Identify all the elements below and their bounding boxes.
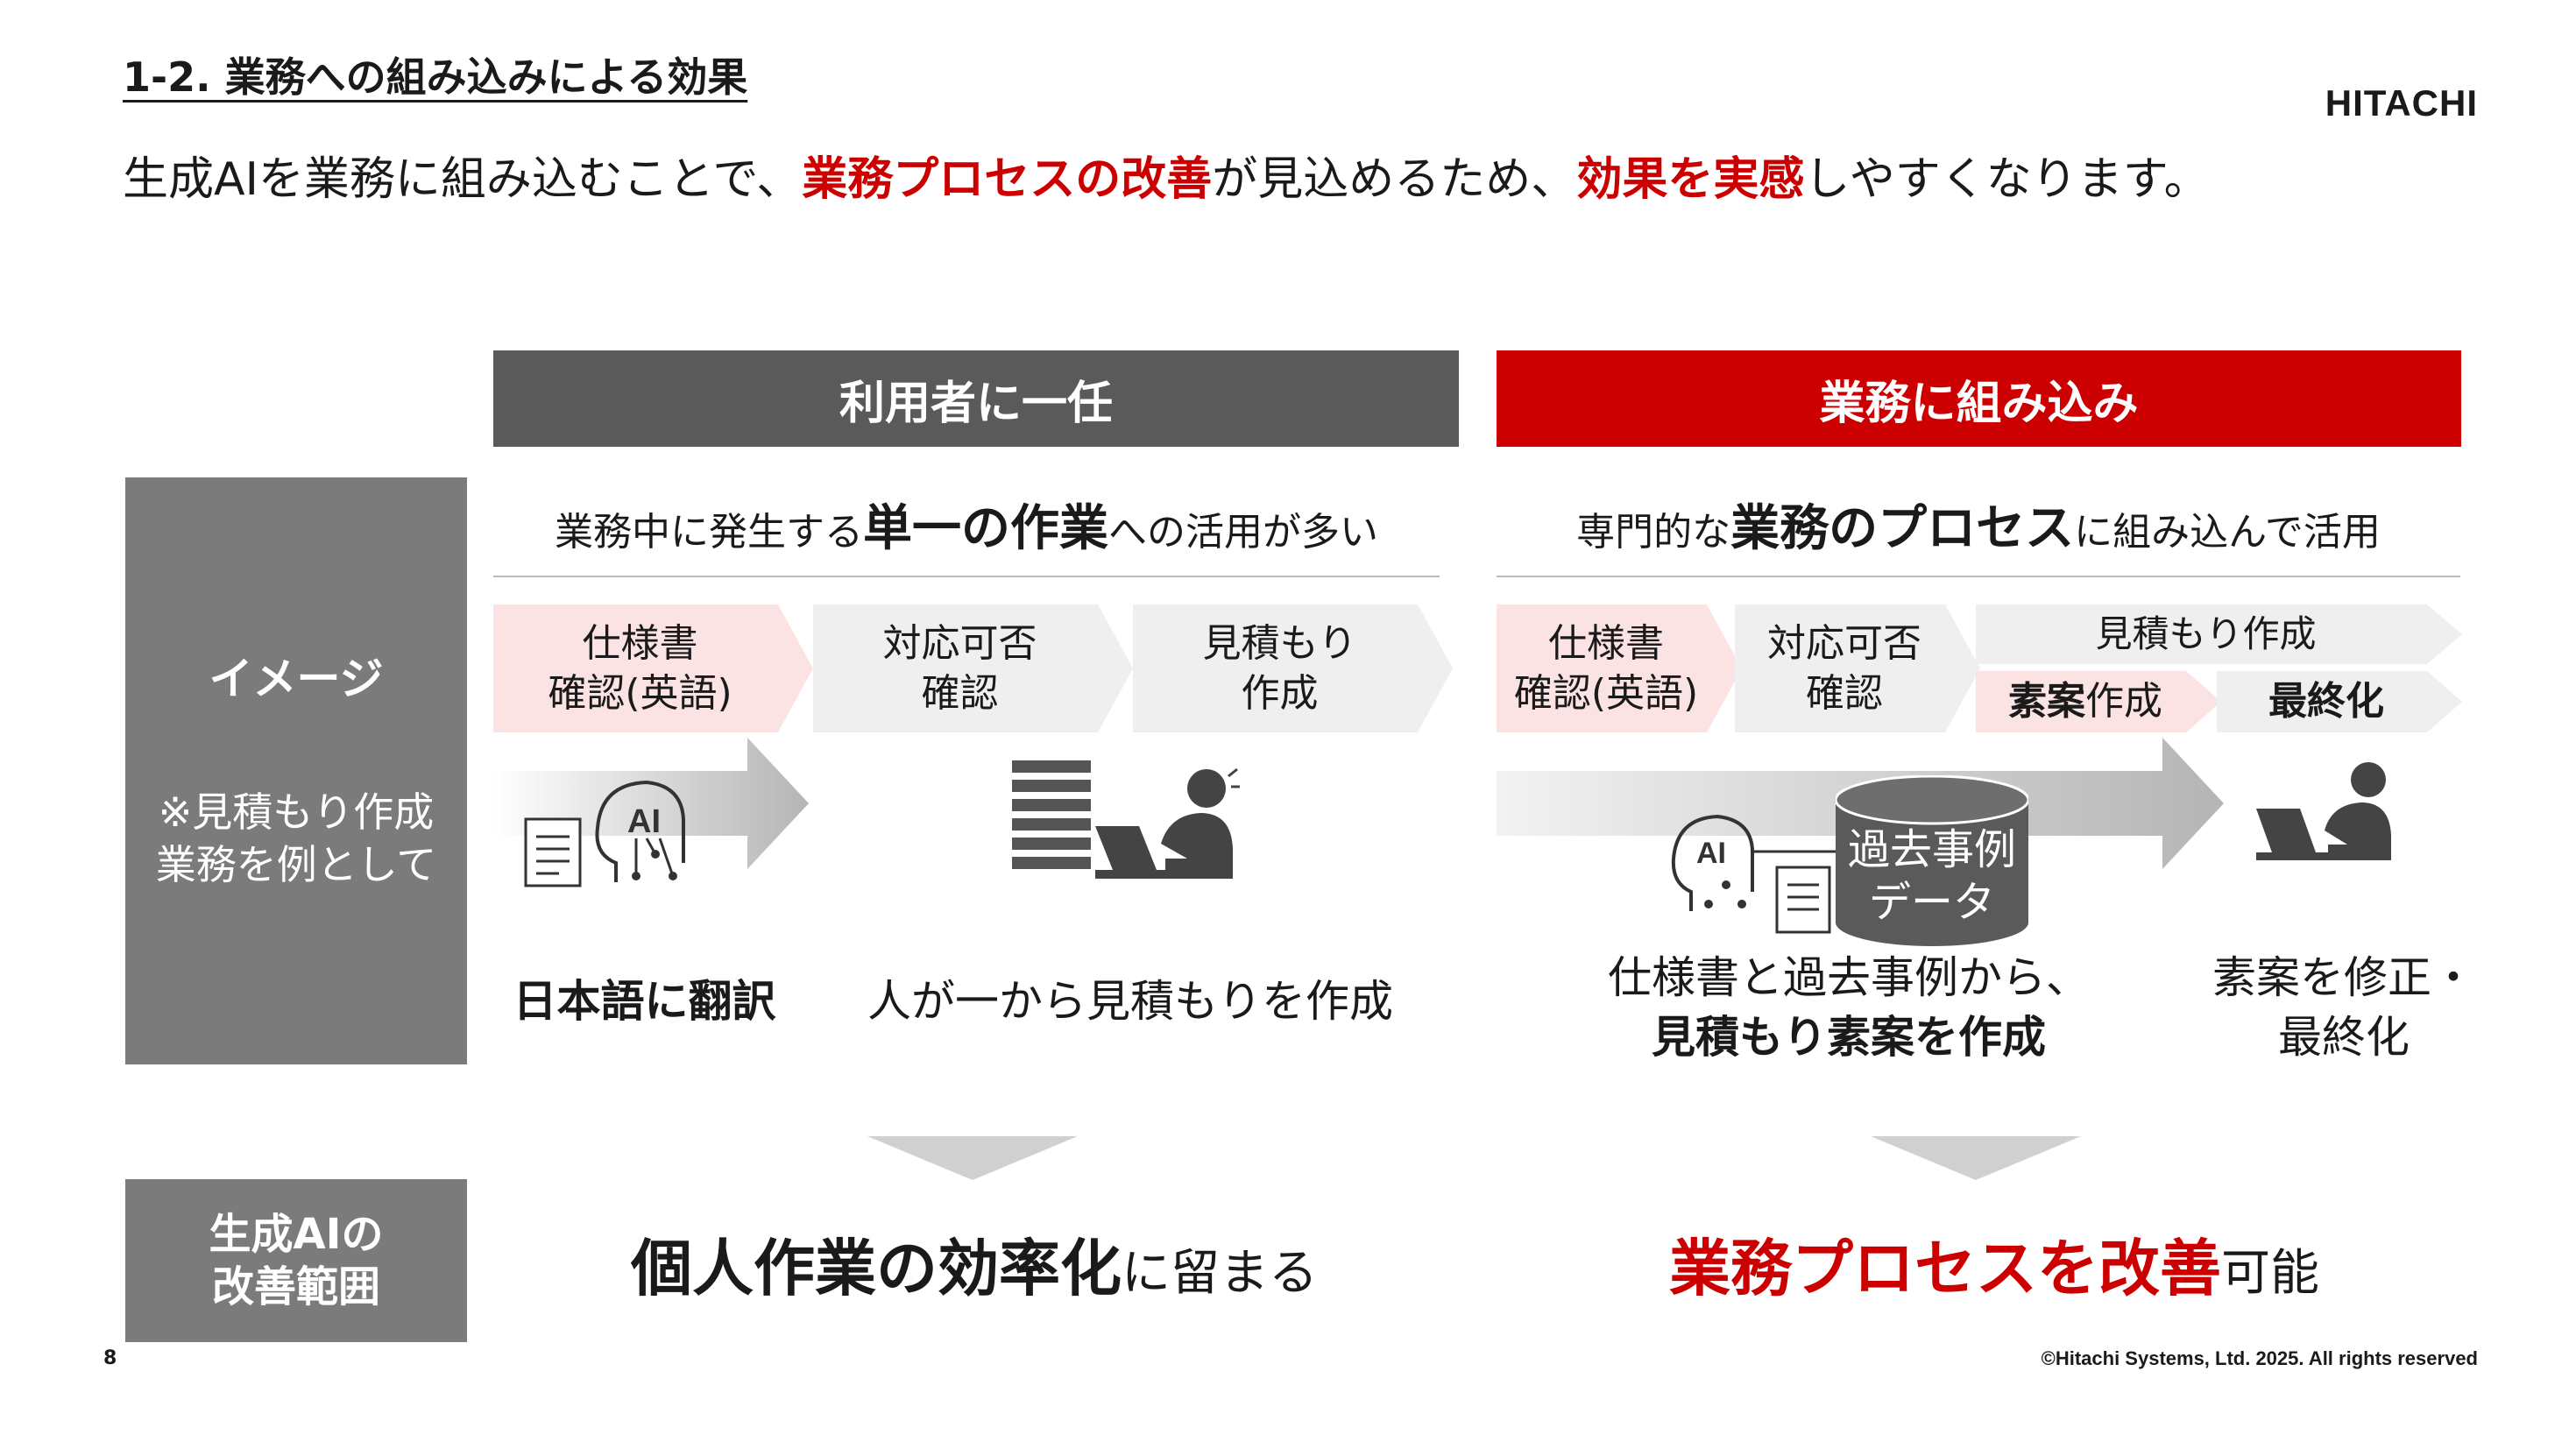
lead-text: 生成AIを業務に組み込むことで、業務プロセスの改善が見込めるため、効果を実感しや… (123, 142, 2210, 208)
lead-part3: しやすくなります。 (1804, 153, 2210, 206)
right-caption-finalize: 素案を修正・ 最終化 (2212, 952, 2475, 1063)
right-column-header: 業務に組み込み (1497, 350, 2461, 447)
right-result-emphasis: 業務プロセスを改善 (1669, 1233, 2221, 1304)
image-note: ※見積もり作成 業務を例として (155, 788, 437, 888)
left-step-feasibility: 対応可否 確認 (813, 604, 1133, 732)
sidebar-scope-box: 生成AIの 改善範囲 (125, 1179, 467, 1342)
ai-translate-icon: AI (524, 780, 685, 887)
right-caption-draft: 仕様書と過去事例から、 見積もり素案を作成 (1577, 949, 2120, 1067)
right-result-post: 可能 (2221, 1245, 2319, 1302)
left-step-spec-check: 仕様書 確認(英語) (493, 604, 813, 732)
left-down-arrow (867, 1136, 1078, 1180)
left-subtitle-post: への活用が多い (1108, 510, 1378, 555)
left-flow-arrow (493, 738, 809, 869)
left-column-header: 利用者に一任 (493, 350, 1459, 447)
svg-text:AI: AI (627, 803, 661, 840)
left-caption-translate: 日本語に翻訳 (513, 976, 776, 1027)
right-result: 業務プロセスを改善可能 (1669, 1219, 2319, 1308)
draft-emphasis: 素案 (2008, 679, 2085, 725)
right-down-arrow (1871, 1136, 2081, 1180)
right-substep-draft: 素案作成 (1976, 671, 2221, 732)
right-subtitle: 専門的な業務のプロセスに組み込んで活用 (1497, 489, 2460, 577)
lead-emphasis-1: 業務プロセスの改善 (802, 153, 1213, 206)
database-label: 過去事例 データ (1847, 825, 2016, 927)
right-subtitle-post: に組み込んで活用 (2074, 510, 2381, 555)
lead-emphasis-2: 効果を実感 (1576, 153, 1805, 206)
image-label: イメージ (209, 653, 384, 704)
hitachi-logo: HITACHI (2325, 82, 2478, 124)
person-laptop-icon (1012, 760, 1240, 879)
ai-draft-icon: AI (1671, 814, 1840, 934)
right-subtitle-emphasis: 業務のプロセス (1730, 500, 2075, 557)
svg-text:AI: AI (1696, 837, 1726, 870)
lead-part1: 生成AIを業務に組み込むことで、 (123, 153, 803, 206)
person-laptop-icon-finalize (2256, 762, 2391, 860)
right-step-feasibility: 対応可否 確認 (1735, 604, 1980, 732)
page-title: 1-2. 業務への組み込みによる効果 (123, 53, 748, 101)
draft-post: 作成 (2085, 679, 2162, 725)
right-substep-finalize: 最終化 (2217, 671, 2462, 732)
right-subtitle-pre: 専門的な (1576, 510, 1731, 555)
left-subtitle: 業務中に発生する単一の作業への活用が多い (493, 489, 1440, 577)
right-step-spec-check: 仕様書 確認(英語) (1497, 604, 1742, 732)
sidebar-image-box: イメージ ※見積もり作成 業務を例として (125, 477, 467, 1064)
left-step-estimate: 見積もり 作成 (1133, 604, 1453, 732)
right-caption-draft-line1: 仕様書と過去事例から、 (1608, 952, 2090, 1003)
copyright: ©Hitachi Systems, Ltd. 2025. All rights … (2041, 1347, 2478, 1369)
left-subtitle-emphasis: 単一の作業 (863, 500, 1108, 557)
past-cases-database-icon: 過去事例 データ (1836, 775, 2028, 946)
left-subtitle-pre: 業務中に発生する (555, 510, 863, 555)
left-result: 個人作業の効率化に留まる (631, 1219, 1318, 1308)
right-step-estimate: 見積もり作成 (1976, 604, 2462, 664)
left-result-emphasis: 個人作業の効率化 (631, 1233, 1122, 1304)
lead-part2: が見込めるため、 (1212, 153, 1577, 206)
left-caption-manual-estimate: 人が一から見積もりを作成 (867, 976, 1393, 1027)
right-caption-draft-line2: 見積もり素案を作成 (1652, 1011, 2046, 1063)
left-result-post: に留まる (1122, 1245, 1318, 1302)
page-number: 8 (103, 1347, 117, 1369)
scope-label: 生成AIの 改善範囲 (209, 1210, 384, 1311)
